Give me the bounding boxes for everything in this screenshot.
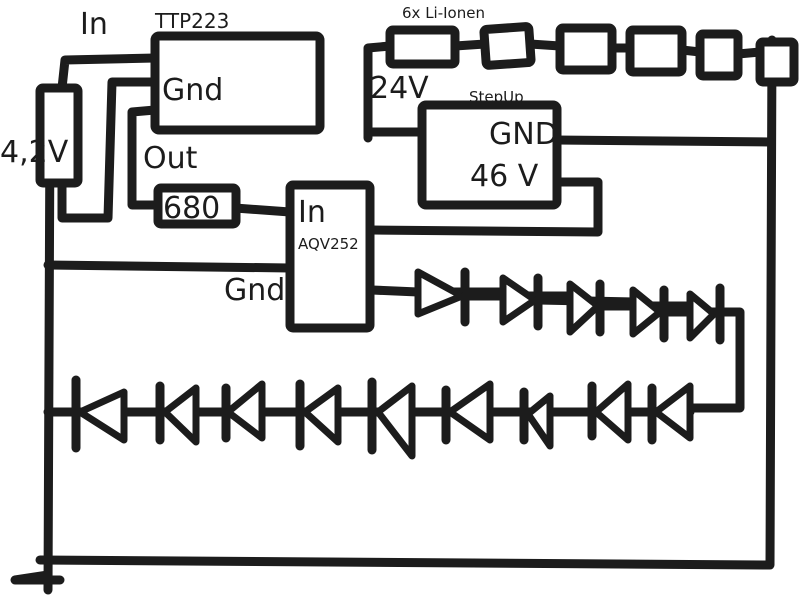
li-ion-cell-3	[555, 23, 617, 75]
li-ion-cell-4	[625, 25, 687, 77]
battery-4v2	[35, 83, 83, 188]
labels: In 4,2V TTP223 Gnd Out 680 In AQV252 Gnd…	[0, 4, 558, 308]
label-aqv252: AQV252	[298, 235, 359, 253]
li-ion-cell-1	[385, 25, 460, 69]
label-gnd-aqv: Gnd	[224, 273, 285, 308]
li-ion-cell-5	[695, 29, 743, 81]
led-row-bottom	[71, 375, 694, 460]
label-stepup: StepUp	[469, 88, 524, 106]
label-resistor-680: 680	[163, 191, 220, 226]
label-gnd-stepup: GND	[489, 117, 558, 152]
label-24v: 24V	[370, 71, 429, 106]
label-battery-voltage: 4,2V	[0, 135, 69, 170]
diode-icon	[647, 382, 694, 445]
stepup-module	[417, 100, 562, 210]
resistor-680	[153, 183, 241, 229]
led-row-top	[413, 267, 725, 345]
label-in-aqv: In	[298, 195, 326, 230]
diode-icon	[519, 387, 554, 450]
diode-icon	[221, 380, 266, 443]
diode-icon	[587, 380, 632, 444]
label-gnd-ttp: Gnd	[162, 73, 223, 108]
label-46v: 46 V	[470, 159, 539, 194]
label-ttp223: TTP223	[154, 9, 229, 33]
li-ion-cell-2	[479, 22, 536, 70]
diode-icon	[295, 379, 342, 451]
label-out: Out	[143, 141, 198, 176]
label-in-top: In	[80, 7, 108, 42]
diode-icon	[155, 381, 200, 446]
diode-icon	[659, 283, 725, 345]
diode-icon	[367, 377, 416, 460]
aqv252-relay	[285, 180, 375, 333]
diode-icon	[71, 375, 128, 453]
ttp223-module	[150, 31, 325, 135]
components	[35, 22, 799, 333]
li-ion-cell-6	[755, 37, 799, 87]
label-li-ionen: 6x Li-Ionen	[402, 4, 485, 22]
diode-icon	[441, 380, 494, 445]
